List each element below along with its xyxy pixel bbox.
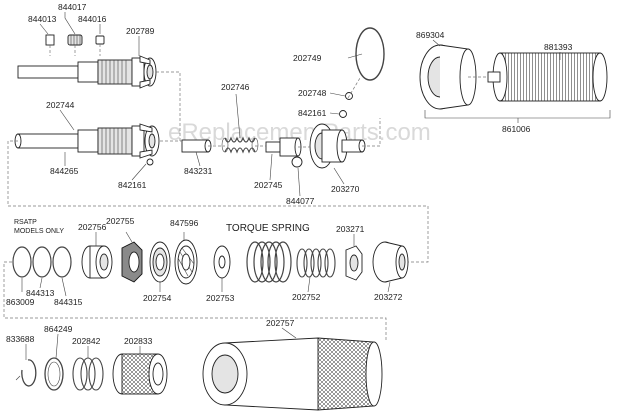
ring-202749 — [355, 27, 385, 81]
label-842161-a: 842161 — [118, 180, 147, 190]
label-844077: 844077 — [286, 196, 315, 206]
label-844017: 844017 — [58, 2, 87, 12]
shaft-202789 — [17, 55, 157, 89]
label-202842: 202842 — [72, 336, 101, 346]
label-861006: 861006 — [502, 124, 531, 134]
label-869304: 869304 — [416, 30, 445, 40]
note-rsatp-line2: MODELS ONLY — [14, 228, 64, 235]
assembly-lines — [3, 44, 488, 342]
collar-869304 — [419, 44, 477, 110]
label-202753: 202753 — [206, 293, 235, 303]
label-202754: 202754 — [143, 293, 172, 303]
label-844013: 844013 — [28, 14, 57, 24]
label-202756: 202756 — [78, 222, 107, 232]
clip-833688 — [15, 359, 37, 387]
label-202744: 202744 — [46, 100, 75, 110]
label-842161-b: 842161 — [298, 108, 327, 118]
part-202756 — [81, 245, 113, 279]
label-864249: 864249 — [44, 324, 73, 334]
shaft-202744 — [14, 123, 160, 166]
label-202746: 202746 — [221, 82, 250, 92]
label-863009: 863009 — [6, 297, 35, 307]
label-844016: 844016 — [78, 14, 107, 24]
label-202757: 202757 — [266, 318, 295, 328]
label-202752: 202752 — [292, 292, 321, 302]
nut-203271 — [345, 245, 363, 281]
nut-202755 — [121, 241, 143, 283]
label-844315: 844315 — [54, 297, 83, 307]
bearing-847596 — [174, 239, 198, 285]
label-202789: 202789 — [126, 26, 155, 36]
label-833688: 833688 — [6, 334, 35, 344]
ring-864249 — [44, 357, 64, 391]
washer-202753 — [213, 245, 231, 279]
bracket-861006 — [424, 110, 611, 123]
sleeve-202757 — [202, 337, 383, 411]
note-rsatp-line1: RSATP — [14, 219, 37, 226]
label-202755: 202755 — [106, 216, 135, 226]
ball-844077 — [291, 156, 303, 168]
spring-202752 — [296, 248, 336, 278]
label-847596: 847596 — [170, 218, 199, 228]
label-843231: 843231 — [184, 166, 213, 176]
label-881393: 881393 — [544, 42, 573, 52]
grip-202833 — [112, 353, 168, 395]
callout-labels: 844017 844013 844016 202789 202744 84426… — [6, 2, 573, 346]
part-844013 — [45, 34, 55, 46]
spring-202842 — [72, 357, 104, 391]
label-202833: 202833 — [124, 336, 153, 346]
label-203272: 203272 — [374, 292, 403, 302]
label-203270: 203270 — [331, 184, 360, 194]
part-843231 — [181, 139, 212, 153]
handle-881393 — [487, 52, 608, 102]
bearing-202754 — [149, 241, 171, 283]
part-844016 — [95, 35, 105, 45]
torque-spring — [246, 241, 292, 283]
label-203271: 203271 — [336, 224, 365, 234]
spring-202746 — [221, 136, 259, 154]
ball-842161b — [339, 110, 347, 118]
note-torque-spring: TORQUE SPRING — [226, 223, 310, 234]
part-844017 — [67, 34, 83, 46]
clutch-203270 — [309, 123, 366, 169]
leader-lines — [21, 12, 561, 360]
cap-203272 — [372, 241, 409, 283]
label-202745: 202745 — [254, 180, 283, 190]
label-844313: 844313 — [26, 288, 55, 298]
label-202748: 202748 — [298, 88, 327, 98]
label-202749: 202749 — [293, 53, 322, 63]
orings-rsatp — [12, 246, 72, 278]
label-844265: 844265 — [50, 166, 79, 176]
